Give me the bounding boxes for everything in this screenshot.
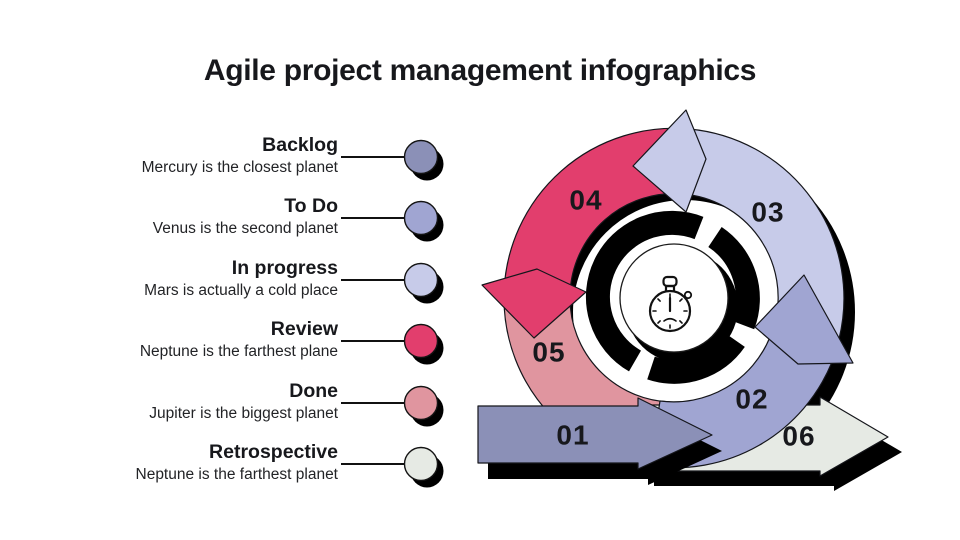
dot-circle	[403, 385, 439, 421]
legend-item-label: Review	[270, 318, 338, 340]
step-label-05: 05	[532, 337, 565, 368]
legend-item-description: Venus is the second planet	[152, 220, 338, 237]
page-title: Agile project management infographics	[203, 54, 757, 87]
dot-circle	[403, 200, 439, 236]
legend-text: Retrospective Neptune is the farthest pl…	[136, 441, 339, 485]
legend-item-description: Mars is actually a cold place	[144, 282, 338, 299]
center-circle	[619, 243, 729, 353]
legend-item-description: Mercury is the closest planet	[141, 159, 338, 176]
step-arrowhead-02	[754, 274, 854, 365]
legend-text: To Do Venus is the second planet	[153, 195, 338, 239]
stopwatch-icon	[648, 275, 693, 333]
legend-item-label: Done	[289, 380, 338, 402]
step-label-01: 01	[556, 420, 589, 451]
legend-item-done: Done Jupiter is the biggest planet	[80, 380, 452, 442]
legend-text: Done Jupiter is the biggest planet	[149, 380, 338, 424]
stopwatch-ticks	[652, 293, 688, 329]
dot-circle	[403, 139, 439, 175]
step-label-03: 03	[751, 197, 784, 228]
legend-item-inprogress: In progress Mars is actually a cold plac…	[80, 257, 452, 319]
step-arrowhead-03	[632, 109, 707, 213]
legend-item-description: Jupiter is the biggest planet	[149, 405, 338, 422]
stopwatch-crown	[662, 275, 678, 288]
connector-line	[341, 156, 405, 158]
inner-ring-segment	[647, 332, 745, 384]
legend-item-label: In progress	[231, 257, 338, 279]
connector-line	[341, 340, 405, 342]
step-arrow-01	[477, 397, 713, 470]
legend-color-dot	[403, 200, 444, 242]
inner-ring-segment	[707, 227, 760, 330]
legend-item-todo: To Do Venus is the second planet	[80, 195, 452, 257]
legend-item-backlog: Backlog Mercury is the closest planet	[80, 134, 452, 196]
agile-cycle-diagram: 01 02 03 04 05 06	[477, 109, 902, 491]
connector-line	[341, 279, 405, 281]
legend-text: Review Neptune is the farthest plane	[140, 318, 338, 362]
legend-color-dot	[403, 446, 444, 488]
legend-color-dot	[403, 323, 444, 365]
dot-circle	[403, 323, 439, 359]
dot-circle	[403, 262, 439, 298]
inner-ring	[585, 210, 760, 384]
connector-line	[341, 402, 405, 404]
step-label-02: 02	[735, 384, 768, 415]
legend-color-dot	[403, 139, 444, 181]
legend-item-description: Neptune is the farthest plane	[139, 343, 338, 360]
legend-color-dot	[403, 262, 444, 304]
connector-line	[341, 217, 405, 219]
step-label-06: 06	[782, 421, 815, 452]
step-arrowhead-04	[481, 268, 587, 339]
legend-item-label: Retrospective	[209, 441, 338, 463]
stopwatch-face	[648, 289, 692, 333]
legend-item-retrospective: Retrospective Neptune is the farthest pl…	[80, 441, 452, 503]
dot-circle	[403, 446, 439, 482]
step-label-04: 04	[569, 185, 602, 216]
legend-item-label: Backlog	[262, 134, 338, 156]
inner-ring-segment	[585, 210, 704, 372]
stopwatch-smile	[663, 317, 677, 322]
connector-line	[341, 463, 405, 465]
legend-color-dot	[403, 385, 444, 427]
legend-item-description: Neptune is the farthest planet	[135, 466, 339, 483]
legend-item-label: To Do	[284, 195, 338, 217]
legend-text: Backlog Mercury is the closest planet	[142, 134, 338, 178]
stopwatch-side-button	[683, 290, 693, 300]
legend-text: In progress Mars is actually a cold plac…	[144, 257, 338, 301]
legend-item-review: Review Neptune is the farthest plane	[80, 318, 452, 380]
